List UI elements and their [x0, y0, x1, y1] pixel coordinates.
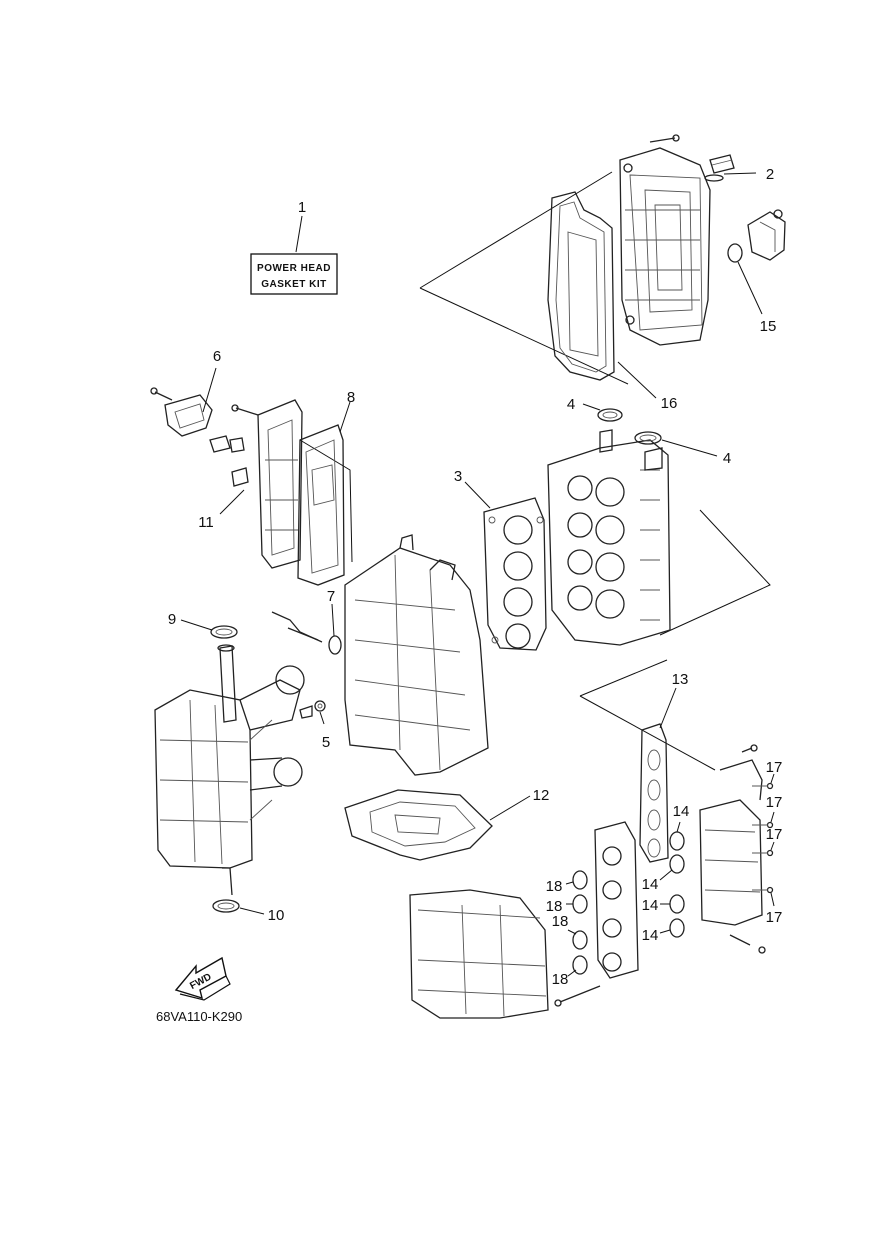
gasket-kit-label: POWER HEAD GASKET KIT — [250, 253, 338, 295]
crankcase — [154, 689, 253, 869]
callout-16: 16 — [661, 395, 678, 412]
callout-2: 2 — [766, 166, 774, 183]
callout-17c: 17 — [766, 826, 783, 843]
callout-17a: 17 — [766, 759, 783, 776]
o-ring-2 — [704, 174, 724, 182]
o-rings-18 — [572, 870, 588, 975]
callout-14b: 14 — [642, 876, 659, 893]
cylinder-head — [547, 429, 671, 646]
callout-7: 7 — [327, 588, 335, 605]
oil-seal-9 — [210, 625, 238, 639]
oil-seal-4a — [597, 408, 623, 422]
callout-12: 12 — [533, 787, 550, 804]
fwd-arrow: FWD — [174, 956, 231, 1001]
callout-8: 8 — [347, 389, 355, 406]
screws-17 — [752, 782, 774, 894]
cylinder-head-gasket — [483, 497, 547, 651]
callout-4b: 4 — [723, 450, 731, 467]
callout-14c: 14 — [642, 897, 659, 914]
callout-1-leader — [295, 215, 303, 253]
callout-numbers: 1 2 3 4 4 5 6 7 8 9 10 11 12 13 14 14 14… — [168, 166, 783, 988]
manifold-gasket — [639, 723, 669, 863]
throttle-body — [594, 821, 639, 979]
exhaust-cover-gasket — [297, 424, 345, 586]
bolts-misc — [554, 744, 766, 1007]
intake-manifold — [699, 759, 763, 926]
callout-18d: 18 — [552, 971, 569, 988]
head-cover-gasket — [547, 191, 615, 381]
fittings-small — [209, 404, 259, 487]
base-gasket — [344, 789, 493, 861]
callout-14d: 14 — [642, 927, 659, 944]
callout-5: 5 — [322, 734, 330, 751]
callout-13: 13 — [672, 671, 689, 688]
callout-15: 15 — [760, 318, 777, 335]
crankshaft — [217, 644, 305, 821]
callout-11: 11 — [198, 514, 214, 531]
silencer-intake — [409, 889, 549, 1019]
cylinder-block — [344, 534, 489, 776]
callout-3: 3 — [454, 468, 462, 485]
oil-seal-10 — [212, 899, 240, 913]
figure-code: 68VA110-K290 — [156, 1009, 242, 1024]
callout-9: 9 — [168, 611, 176, 628]
exhaust-cover — [257, 399, 303, 569]
washer-5 — [314, 700, 326, 712]
callout-18c: 18 — [552, 913, 569, 930]
callout-18b: 18 — [546, 898, 563, 915]
callout-4a: 4 — [567, 396, 575, 413]
oil-seal-4b — [634, 431, 662, 445]
oil-filler-cap — [709, 154, 735, 174]
o-rings-14 — [669, 831, 685, 938]
sensor-housing — [747, 209, 786, 261]
callout-14a: 14 — [673, 803, 690, 820]
exploded-view-guides — [299, 171, 771, 771]
callout-10: 10 — [268, 907, 285, 924]
callout-6: 6 — [213, 348, 221, 365]
kit-label-line2: GASKET KIT — [261, 279, 327, 290]
bracket-6 — [150, 387, 213, 437]
callout-18a: 18 — [546, 878, 563, 895]
callout-1: 1 — [298, 199, 306, 216]
kit-label-line1: POWER HEAD — [257, 263, 331, 274]
callout-17d: 17 — [766, 909, 783, 926]
callout-17b: 17 — [766, 794, 783, 811]
o-ring-15 — [727, 243, 743, 263]
cylinder-head-cover — [619, 134, 711, 346]
fitting-7 — [271, 611, 342, 655]
